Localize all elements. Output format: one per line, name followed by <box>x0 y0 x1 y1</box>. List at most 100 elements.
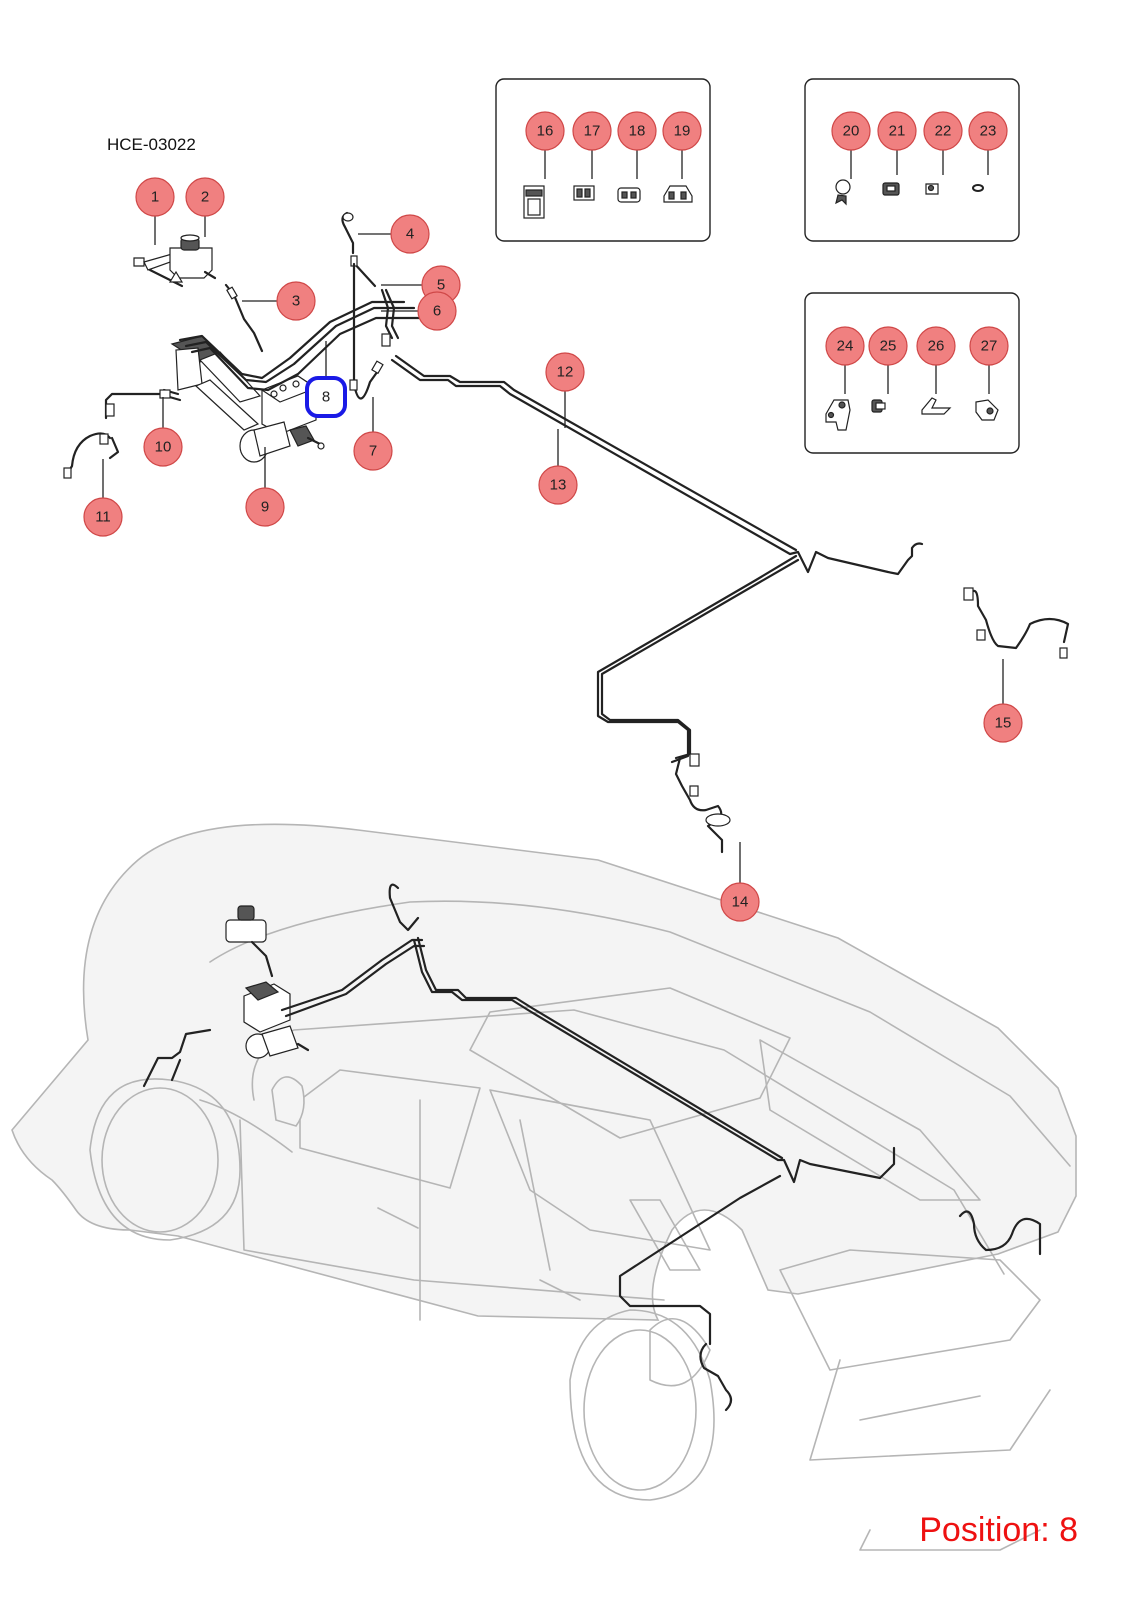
callout-11[interactable]: 11 <box>83 497 123 537</box>
callout-14[interactable]: 14 <box>720 882 760 922</box>
callout-24[interactable]: 24 <box>825 326 865 366</box>
svg-text:6: 6 <box>433 303 441 320</box>
part-26-bracket-icon <box>921 397 952 415</box>
svg-text:2: 2 <box>201 189 209 206</box>
part-7-brake-hose <box>349 360 384 400</box>
front-wheel <box>101 1087 219 1233</box>
callout-16[interactable]: 16 <box>525 111 565 151</box>
parts-box-mounts <box>804 292 1020 454</box>
part-14-rear-left-hose <box>674 753 731 854</box>
callout-20[interactable]: 20 <box>831 111 871 151</box>
trunk-lid-outline <box>779 1249 1041 1371</box>
svg-text:10: 10 <box>155 439 172 456</box>
part-11-front-left-hose <box>63 432 120 479</box>
front-door-handle <box>377 1207 419 1229</box>
callout-6[interactable]: 6 <box>417 291 457 331</box>
part-8-front-brake-pipes <box>178 300 424 392</box>
callout-1[interactable]: 1 <box>135 177 175 217</box>
rear-bumper-line <box>809 1359 1051 1461</box>
svg-text:7: 7 <box>369 443 377 460</box>
fuel-door <box>649 1318 711 1387</box>
svg-text:15: 15 <box>995 715 1012 732</box>
svg-text:21: 21 <box>889 123 906 140</box>
svg-text:19: 19 <box>674 123 691 140</box>
svg-text:20: 20 <box>843 123 860 140</box>
part-9-abs-hydraulic-unit <box>239 375 325 463</box>
callout-21[interactable]: 21 <box>877 111 917 151</box>
callout-2[interactable]: 2 <box>185 177 225 217</box>
front-fender-line <box>199 1099 293 1153</box>
svg-text:1: 1 <box>151 189 159 206</box>
vehicle-installation-view <box>11 823 1077 1551</box>
callout-15[interactable]: 15 <box>983 703 1023 743</box>
front-wheel-arch <box>89 1078 241 1241</box>
callout-26[interactable]: 26 <box>916 326 956 366</box>
svg-text:14: 14 <box>732 894 749 911</box>
position-label: Position: 8 <box>919 1511 1078 1549</box>
part-19-clip-icon <box>663 185 693 203</box>
part-16-clip-icon <box>523 185 545 219</box>
svg-text:17: 17 <box>584 123 601 140</box>
sunroof-outline <box>469 987 791 1139</box>
callout-27[interactable]: 27 <box>969 326 1009 366</box>
rear-window-outline <box>489 1089 711 1251</box>
car-body-outline <box>11 823 1077 1321</box>
svg-text:18: 18 <box>629 123 646 140</box>
part-1-reservoir-bracket <box>133 253 184 288</box>
callout-3[interactable]: 3 <box>276 281 316 321</box>
callout-4[interactable]: 4 <box>390 214 430 254</box>
svg-text:25: 25 <box>880 338 897 355</box>
callout-13[interactable]: 13 <box>538 465 578 505</box>
part-22-bracket-icon <box>925 183 939 195</box>
svg-text:27: 27 <box>981 338 998 355</box>
part-25-bolt-icon <box>871 399 886 413</box>
callout-23[interactable]: 23 <box>968 111 1008 151</box>
svg-text:11: 11 <box>95 509 111 526</box>
part-5-6-pipe-junction <box>352 262 400 386</box>
part-21-clip-icon <box>882 182 900 196</box>
svg-text:12: 12 <box>557 364 574 381</box>
callout-10[interactable]: 10 <box>143 427 183 467</box>
rear-diffuser <box>859 1529 1041 1551</box>
svg-text:8: 8 <box>322 389 330 406</box>
parts-box-brackets <box>804 78 1020 242</box>
installed-brake-system <box>142 883 1042 1412</box>
part-24-bracket-icon <box>825 399 851 431</box>
rear-wheel-arch <box>569 1309 715 1501</box>
svg-text:5: 5 <box>437 277 445 294</box>
door-edge-line <box>519 1119 551 1271</box>
callout-9[interactable]: 9 <box>245 487 285 527</box>
parts-box-clips <box>495 78 711 242</box>
callout-17[interactable]: 17 <box>572 111 612 151</box>
svg-text:9: 9 <box>261 499 269 516</box>
callout-18[interactable]: 18 <box>617 111 657 151</box>
part-20-clamp-icon <box>835 179 851 206</box>
svg-text:3: 3 <box>292 293 300 310</box>
rear-door-handle <box>539 1279 581 1301</box>
callout-22[interactable]: 22 <box>923 111 963 151</box>
svg-text:26: 26 <box>928 338 945 355</box>
callout-12[interactable]: 12 <box>545 352 585 392</box>
callout-7[interactable]: 7 <box>353 431 393 471</box>
svg-text:13: 13 <box>550 477 567 494</box>
svg-text:4: 4 <box>406 226 414 243</box>
front-window-outline <box>299 1069 481 1189</box>
callout-25[interactable]: 25 <box>868 326 908 366</box>
rear-wheel <box>583 1329 697 1491</box>
part-23-washer-icon <box>972 184 984 192</box>
rear-bumper-crease <box>859 1395 981 1421</box>
side-mirror <box>271 1076 305 1127</box>
part-12-13-rear-brake-pipes <box>390 354 924 764</box>
svg-text:16: 16 <box>537 123 554 140</box>
callout-8-selected[interactable]: 8 <box>305 376 347 418</box>
part-10-front-left-pipe <box>104 388 182 420</box>
part-27-bracket-icon <box>975 399 999 421</box>
quarter-glass <box>629 1199 701 1271</box>
part-15-rear-right-hose <box>963 587 1070 659</box>
brake-system-exploded-view <box>63 211 1070 854</box>
part-18-clip-icon <box>617 187 641 203</box>
selected-callout-ring <box>305 376 347 418</box>
callout-19[interactable]: 19 <box>662 111 702 151</box>
part-2-fluid-reservoir <box>168 234 217 283</box>
